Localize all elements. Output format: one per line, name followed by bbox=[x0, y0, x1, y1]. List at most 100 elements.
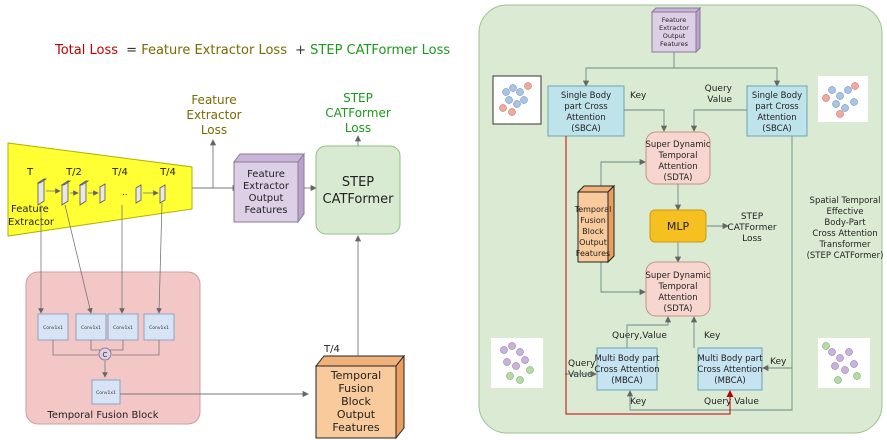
query-value-bottom-label: Query Value bbox=[704, 397, 759, 407]
svg-text:(SDTA): (SDTA) bbox=[664, 304, 693, 314]
svg-text:CATFormer: CATFormer bbox=[325, 106, 391, 120]
svg-text:Output: Output bbox=[249, 193, 284, 204]
red-skip-connection bbox=[565, 136, 734, 415]
svg-text:Temporal: Temporal bbox=[330, 369, 381, 382]
svg-text:Output: Output bbox=[663, 32, 686, 40]
svg-text:Conv1x1: Conv1x1 bbox=[149, 325, 169, 331]
key-label-mid: Key bbox=[704, 331, 721, 341]
svg-text:..: .. bbox=[122, 188, 128, 198]
svg-text:Features: Features bbox=[660, 40, 689, 48]
svg-text:(MBCA): (MBCA) bbox=[611, 376, 642, 386]
skeleton-image-bottom-right bbox=[818, 338, 870, 388]
feature-extractor-label: Feature Extractor bbox=[8, 204, 55, 228]
catformer-description: Spatial Temporal Effective Body-Part Cro… bbox=[807, 196, 884, 261]
svg-text:part Cross: part Cross bbox=[755, 102, 799, 112]
tfb-output-box bbox=[314, 354, 406, 440]
key-label-right: Key bbox=[770, 357, 787, 367]
key-label-top: Key bbox=[630, 91, 647, 101]
svg-text:CATFormer: CATFormer bbox=[727, 223, 776, 233]
svg-text:(SBCA): (SBCA) bbox=[571, 124, 600, 134]
svg-text:Multi Body part: Multi Body part bbox=[594, 354, 660, 364]
svg-text:STEP: STEP bbox=[741, 212, 764, 222]
svg-text:Feature: Feature bbox=[11, 204, 49, 215]
svg-text:T: T bbox=[26, 167, 34, 178]
svg-text:(SDTA): (SDTA) bbox=[664, 173, 693, 183]
step-loss-label-left: STEP CATFormer Loss bbox=[325, 91, 391, 135]
query-value-comma-label: Query,Value bbox=[612, 331, 667, 341]
svg-text:Feature: Feature bbox=[662, 16, 687, 24]
svg-text:CATFormer: CATFormer bbox=[323, 192, 395, 207]
mlp-box bbox=[649, 209, 707, 243]
svg-text:Extractor: Extractor bbox=[243, 181, 290, 192]
svg-text:T/4: T/4 bbox=[111, 167, 128, 178]
svg-text:Cross Attention: Cross Attention bbox=[812, 229, 877, 239]
svg-text:Loss: Loss bbox=[742, 234, 762, 244]
svg-text:Temporal: Temporal bbox=[574, 205, 612, 214]
svg-text:Fusion: Fusion bbox=[338, 382, 373, 395]
svg-text:Value: Value bbox=[568, 370, 593, 380]
svg-text:Spatial Temporal: Spatial Temporal bbox=[810, 196, 881, 206]
svg-text:STEP: STEP bbox=[343, 91, 373, 105]
svg-text:Feature: Feature bbox=[247, 169, 285, 180]
svg-text:Transformer: Transformer bbox=[818, 240, 871, 250]
svg-text:Output: Output bbox=[579, 238, 607, 247]
svg-text:T/4: T/4 bbox=[159, 167, 176, 178]
svg-text:Temporal: Temporal bbox=[658, 151, 698, 161]
svg-text:Query: Query bbox=[705, 84, 733, 94]
sdta-bottom-box bbox=[645, 261, 711, 317]
svg-text:Attention: Attention bbox=[658, 293, 697, 303]
svg-text:Multi Body part: Multi Body part bbox=[697, 354, 763, 364]
svg-text:Extractor: Extractor bbox=[186, 108, 241, 122]
svg-text:Fusion: Fusion bbox=[580, 216, 606, 225]
svg-text:Attention: Attention bbox=[658, 162, 697, 172]
time-labels: T T/2 T/4 T/4 bbox=[26, 167, 176, 178]
total-loss-text: Total Loss bbox=[54, 43, 118, 58]
total-loss-formula: Total Loss = Feature Extractor Loss + ST… bbox=[54, 43, 450, 58]
feature-extractor-output-box bbox=[233, 152, 305, 224]
tfb-output-small-box bbox=[576, 184, 616, 264]
skeleton-image-top-right bbox=[818, 76, 868, 122]
svg-text:T/2: T/2 bbox=[65, 167, 82, 178]
svg-text:STEP: STEP bbox=[342, 175, 374, 190]
skeleton-image-bottom-left bbox=[491, 338, 543, 388]
svg-text:Single Body: Single Body bbox=[752, 91, 802, 101]
feo-small-box bbox=[650, 6, 702, 54]
step-loss-label-right: STEP CATFormer Loss bbox=[727, 212, 776, 244]
concat-node bbox=[98, 347, 112, 361]
svg-text:(SBCA): (SBCA) bbox=[762, 124, 791, 134]
svg-text:Cross Attention: Cross Attention bbox=[697, 365, 762, 375]
svg-text:Attention: Attention bbox=[566, 113, 605, 123]
svg-text:Attention: Attention bbox=[757, 113, 796, 123]
svg-text:Output: Output bbox=[337, 408, 376, 421]
svg-text:(STEP CATFormer): (STEP CATFormer) bbox=[807, 251, 884, 261]
svg-text:Super Dynamic: Super Dynamic bbox=[645, 271, 710, 281]
feature-maps bbox=[36, 178, 166, 206]
svg-text:Query: Query bbox=[568, 359, 596, 369]
svg-text:Feature: Feature bbox=[191, 93, 236, 107]
svg-text:Features: Features bbox=[576, 249, 610, 258]
svg-text:Conv1x1: Conv1x1 bbox=[81, 325, 101, 331]
svg-text:Single Body: Single Body bbox=[561, 91, 611, 101]
svg-text:Extractor: Extractor bbox=[659, 24, 689, 32]
svg-text:Cross Attention: Cross Attention bbox=[594, 365, 659, 375]
step-loss-text: STEP CATFormer Loss bbox=[310, 43, 450, 58]
svg-text:Conv1x1: Conv1x1 bbox=[43, 325, 63, 331]
step-catformer-box bbox=[315, 145, 401, 235]
svg-text:Effective: Effective bbox=[826, 207, 863, 217]
query-value-left-label: Query Value bbox=[568, 359, 596, 380]
tfb-label: Temporal Fusion Block bbox=[46, 410, 158, 421]
svg-text:T/4: T/4 bbox=[323, 344, 340, 355]
svg-text:Block: Block bbox=[341, 395, 371, 408]
sbca-left-box bbox=[547, 85, 625, 137]
svg-text:Body-Part: Body-Part bbox=[824, 218, 866, 228]
sbca-right-box bbox=[746, 85, 808, 137]
svg-text:Loss: Loss bbox=[201, 123, 227, 137]
svg-text:Super Dynamic: Super Dynamic bbox=[645, 140, 710, 150]
svg-text:Conv1x1: Conv1x1 bbox=[113, 325, 133, 331]
svg-text:(MBCA): (MBCA) bbox=[714, 376, 745, 386]
mbca-right-box bbox=[697, 347, 763, 391]
svg-text:Features: Features bbox=[332, 421, 380, 434]
svg-text:part Cross: part Cross bbox=[564, 102, 608, 112]
svg-text:MLP: MLP bbox=[667, 220, 690, 233]
fe-loss-text: Feature Extractor Loss bbox=[141, 43, 287, 58]
